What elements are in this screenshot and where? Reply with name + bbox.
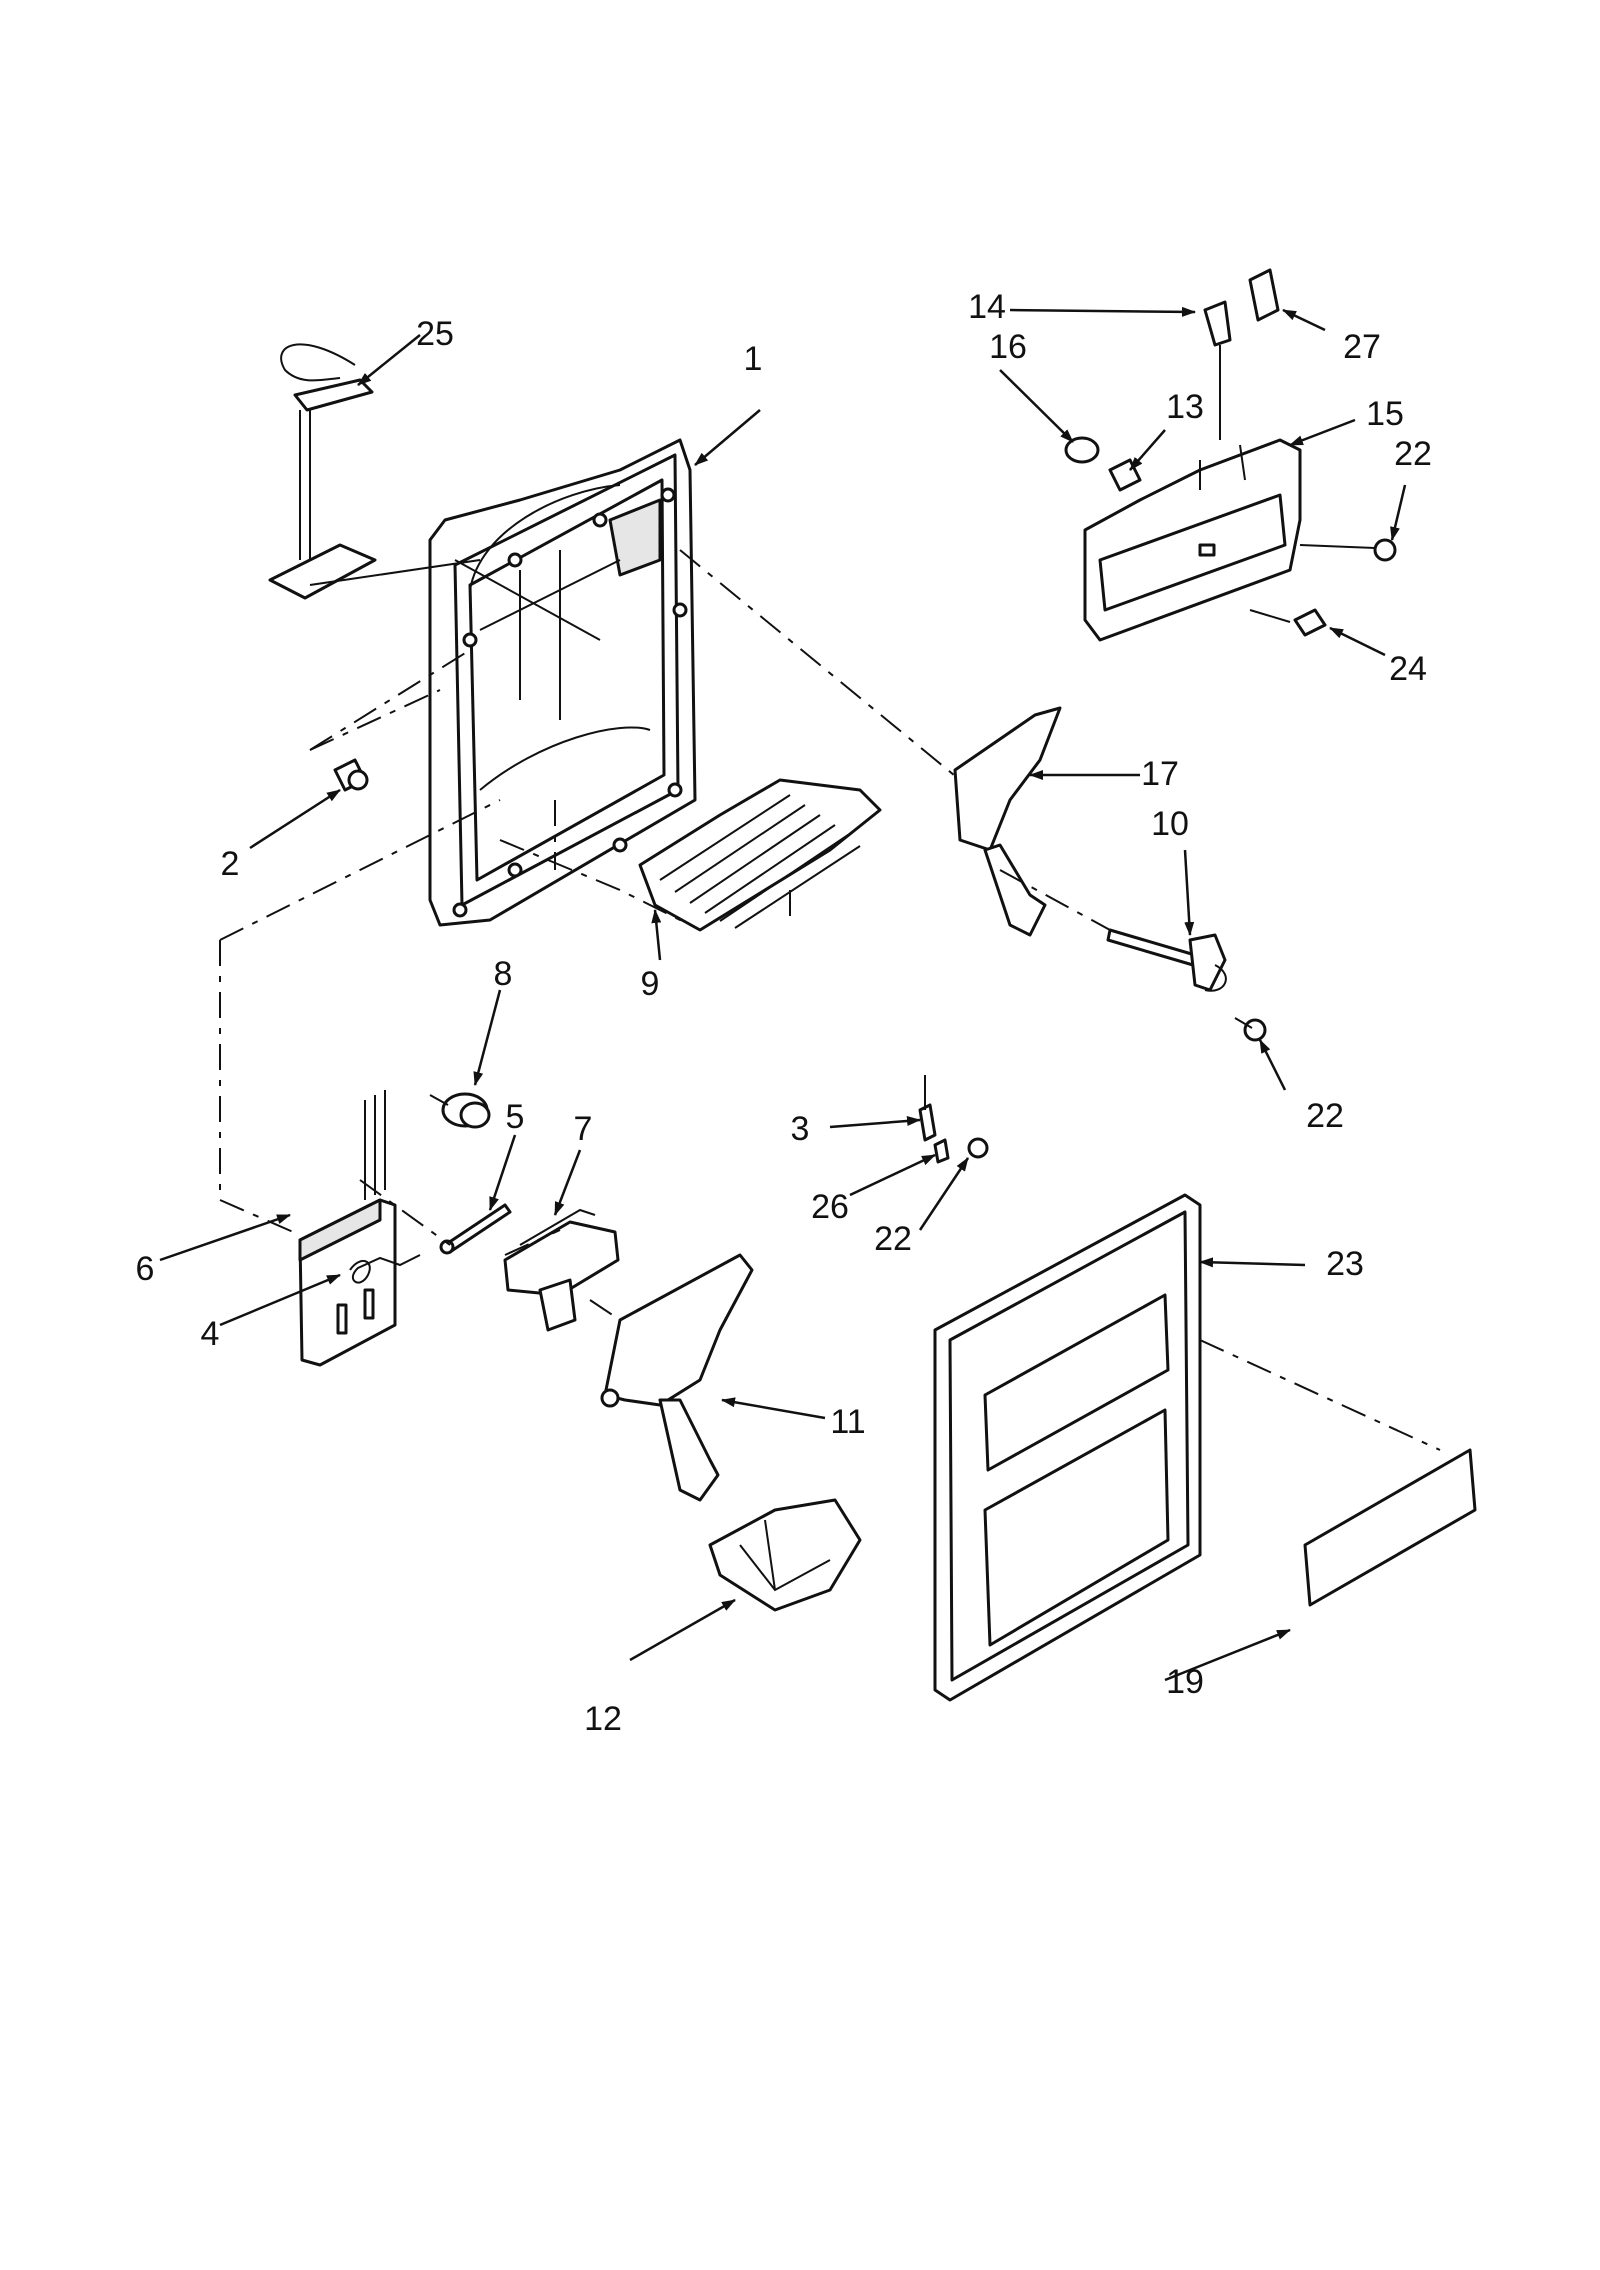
part-27-plate <box>1248 268 1280 322</box>
callout-15: 15 <box>1366 395 1404 433</box>
part-15-dispenser-module <box>1083 438 1302 642</box>
callout-6: 6 <box>136 1250 155 1288</box>
callout-9: 9 <box>641 965 660 1003</box>
callout-22-a: 22 <box>1394 435 1432 473</box>
part-2-screw <box>333 758 369 792</box>
part-5-pin <box>439 1203 512 1255</box>
part-24-clip <box>1249 608 1327 637</box>
part-14-switch <box>1203 300 1232 435</box>
part-19-label-plate <box>1303 1448 1477 1607</box>
part-12-chute-cup <box>708 1498 862 1612</box>
part-22-screw-a <box>1234 1017 1267 1042</box>
part-22-screw-b <box>1299 538 1397 562</box>
part-26-spacer <box>933 1138 950 1164</box>
callout-22-b: 22 <box>1306 1097 1344 1135</box>
part-4-spring <box>349 1254 421 1284</box>
callout-17: 17 <box>1141 755 1179 793</box>
callout-arrows <box>159 306 1407 1682</box>
callout-10: 10 <box>1151 805 1189 843</box>
part-8-solenoid <box>429 1092 491 1129</box>
part-6-control-box <box>298 1090 397 1367</box>
callout-22-c: 22 <box>874 1220 912 1258</box>
part-23-front-panel <box>933 1193 1202 1702</box>
part-11-ice-paddle <box>600 1253 754 1502</box>
callout-16: 16 <box>989 328 1027 366</box>
callout-7: 7 <box>574 1110 593 1148</box>
part-9-drip-grille <box>638 778 882 932</box>
callout-27: 27 <box>1343 328 1381 366</box>
callout-24: 24 <box>1389 650 1427 688</box>
callout-13: 13 <box>1166 388 1204 426</box>
callout-12: 12 <box>584 1700 622 1738</box>
assembly-lines <box>219 345 1441 1451</box>
callout-3: 3 <box>791 1110 810 1148</box>
callout-19: 19 <box>1166 1663 1204 1701</box>
callout-5: 5 <box>506 1098 525 1136</box>
callout-2: 2 <box>221 845 240 883</box>
callout-11: 11 <box>830 1403 865 1441</box>
callout-23: 23 <box>1326 1245 1364 1283</box>
callout-8: 8 <box>494 955 513 993</box>
part-3-bracket <box>918 1075 937 1142</box>
callout-1: 1 <box>744 340 763 378</box>
part-17-water-paddle <box>953 706 1062 937</box>
callout-labels: 1 2 3 4 5 6 7 8 9 10 11 12 13 14 15 16 1… <box>136 288 1432 1738</box>
part-1-housing-frame <box>428 438 697 927</box>
part-16-bulb <box>1064 436 1100 464</box>
part-10-water-tube <box>1106 928 1227 992</box>
callout-25: 25 <box>416 315 454 353</box>
part-22-screw-c <box>967 1137 989 1159</box>
callout-14: 14 <box>968 288 1006 326</box>
part-25-wire-harness <box>268 343 377 600</box>
part-7-actuator <box>503 1208 620 1332</box>
callout-4: 4 <box>201 1315 220 1353</box>
callout-26: 26 <box>811 1188 849 1226</box>
